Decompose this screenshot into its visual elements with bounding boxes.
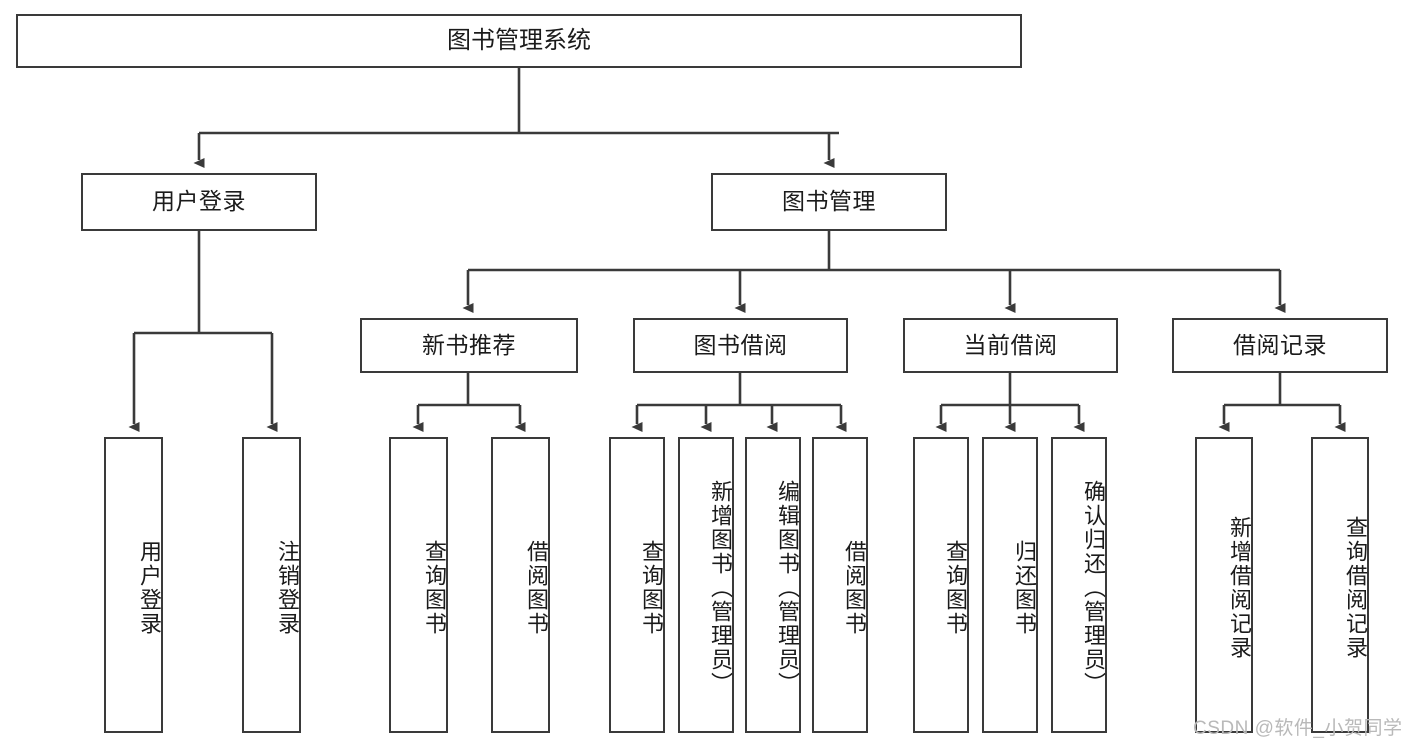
leaf-new-book-borrow[interactable]: 借阅图书 [491, 437, 550, 733]
node-borrowing-record[interactable]: 借阅记录 [1172, 318, 1388, 373]
leaf-borrow-borrow-book[interactable]: 借阅图书 [812, 437, 868, 733]
leaf-current-return-book[interactable]: 归还图书 [982, 437, 1038, 733]
leaf-user-login-logout[interactable]: 注销登录 [242, 437, 301, 733]
leaf-label: 新增借阅记录 [1227, 516, 1252, 660]
leaf-label: 归还图书 [1012, 540, 1037, 636]
node-current-borrowing[interactable]: 当前借阅 [903, 318, 1118, 373]
node-book-management[interactable]: 图书管理 [711, 173, 947, 231]
leaf-label: 查询图书 [639, 540, 664, 636]
leaf-record-search-record[interactable]: 查询借阅记录 [1311, 437, 1369, 733]
node-user-login[interactable]: 用户登录 [81, 173, 317, 231]
leaf-record-add-record[interactable]: 新增借阅记录 [1195, 437, 1253, 733]
leaf-label: 新增图书（管理员） [708, 480, 733, 696]
leaf-label: 借阅图书 [842, 540, 867, 636]
leaf-current-confirm-return-admin[interactable]: 确认归还（管理员） [1051, 437, 1107, 733]
leaf-borrow-edit-book-admin[interactable]: 编辑图书（管理员） [745, 437, 801, 733]
csdn-watermark: CSDN @软件_小贺同学 [1193, 718, 1403, 739]
node-book-borrowing[interactable]: 图书借阅 [633, 318, 848, 373]
leaf-label: 用户登录 [137, 540, 162, 636]
node-root-book-management-system[interactable]: 图书管理系统 [16, 14, 1022, 68]
leaf-label: 查询图书 [422, 540, 447, 636]
leaf-borrow-search-book[interactable]: 查询图书 [609, 437, 665, 733]
leaf-label: 编辑图书（管理员） [775, 480, 800, 696]
leaf-label: 借阅图书 [524, 540, 549, 636]
leaf-label: 确认归还（管理员） [1081, 480, 1106, 696]
leaf-label: 查询图书 [943, 540, 968, 636]
leaf-user-login-login[interactable]: 用户登录 [104, 437, 163, 733]
leaf-label: 注销登录 [275, 540, 300, 636]
leaf-borrow-add-book-admin[interactable]: 新增图书（管理员） [678, 437, 734, 733]
leaf-current-search-book[interactable]: 查询图书 [913, 437, 969, 733]
leaf-label: 查询借阅记录 [1343, 516, 1368, 660]
leaf-new-book-search[interactable]: 查询图书 [389, 437, 448, 733]
node-new-book-recommendation[interactable]: 新书推荐 [360, 318, 578, 373]
